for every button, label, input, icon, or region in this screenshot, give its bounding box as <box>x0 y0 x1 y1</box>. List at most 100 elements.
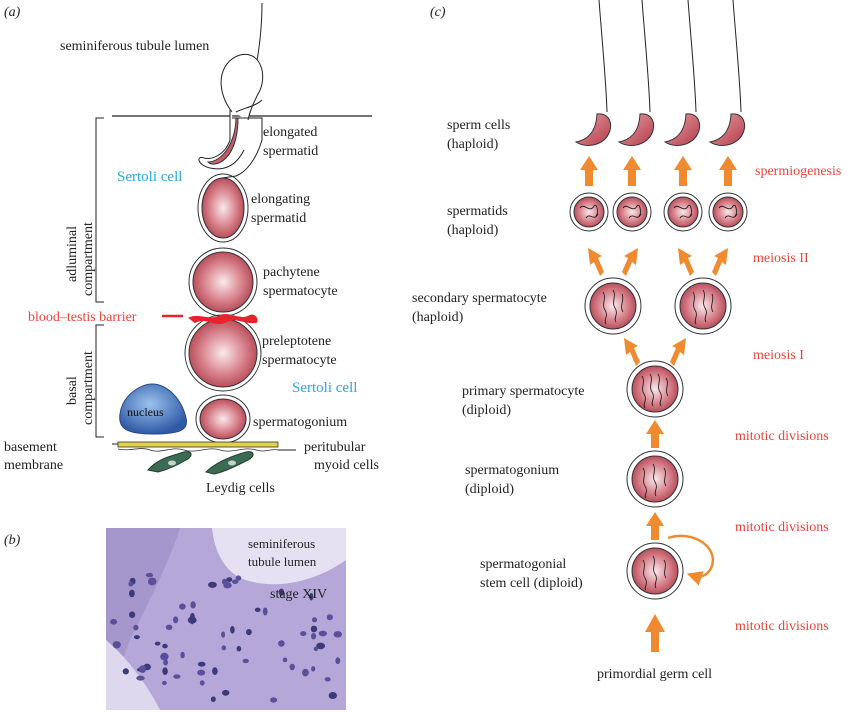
histology-nucleus <box>163 659 169 666</box>
pachytene-label-2: spermatocyte <box>263 284 338 299</box>
spermatogonium-c <box>631 455 679 503</box>
histology-nucleus <box>187 616 197 624</box>
spermatids-row <box>569 192 748 232</box>
histology-nucleus <box>270 697 278 703</box>
basal-label-1: basal <box>65 376 80 405</box>
histology-lumen-label-1: seminiferous <box>248 536 315 551</box>
pachytene-spermatocyte-cell <box>192 251 254 313</box>
preleptotene-label-2: spermatocyte <box>262 353 337 368</box>
histology-nucleus <box>300 631 307 637</box>
histology-nucleus <box>145 572 154 578</box>
histology-nucleus <box>162 667 168 675</box>
histology-nucleus <box>173 616 179 624</box>
stem-cell <box>631 547 679 595</box>
spermiogenesis-label: spermiogenesis <box>755 164 841 179</box>
histology-nucleus <box>222 689 230 696</box>
histology-nucleus <box>311 617 318 623</box>
histology-nucleus <box>246 629 252 636</box>
histology-nucleus <box>289 663 295 671</box>
histology-nucleus <box>316 642 326 650</box>
primary-spermatocyte <box>631 365 679 413</box>
peritubular-label-2: myoid cells <box>314 458 379 473</box>
histology-nucleus <box>165 624 173 630</box>
secondary-label-1: secondary spermatocyte <box>412 291 547 306</box>
histology-nucleus <box>324 677 331 682</box>
stage-label: stage XIV <box>270 587 327 602</box>
histology-nucleus <box>311 666 316 672</box>
histology-nucleus <box>197 661 206 667</box>
elongating-label-1: elongating <box>251 192 310 207</box>
mitotic-label-1: mitotic divisions <box>735 429 829 444</box>
histology-nucleus <box>278 588 285 596</box>
arrow-spermatogonium <box>646 420 664 448</box>
panel-a-label: (a) <box>4 5 21 20</box>
histology-nucleus <box>232 579 239 585</box>
histology-nucleus <box>242 658 249 664</box>
primary-label-1: primary spermatocyte <box>462 384 584 399</box>
histology-nucleus <box>313 646 319 652</box>
arrow-stem <box>646 512 664 540</box>
elongated-label-2: spermatid <box>263 144 318 159</box>
primary-label-2: (diploid) <box>462 403 511 418</box>
sperm-label-1: sperm cells <box>447 118 510 133</box>
histology-nucleus <box>208 581 217 588</box>
arrow-secondary-1b <box>622 248 638 276</box>
histology-nucleus <box>254 607 261 612</box>
histology-nucleus <box>129 589 135 598</box>
basement-label-1: basement <box>4 440 57 455</box>
histology-nucleus <box>199 680 205 686</box>
arrow-secondary-1a <box>588 248 604 276</box>
meiosis1-label: meiosis I <box>753 348 804 363</box>
histology-nucleus <box>310 625 318 633</box>
sperm-label-2: (haploid) <box>447 137 499 152</box>
sperm-cell-2 <box>617 113 655 146</box>
spermatid-1 <box>573 196 605 228</box>
nucleus-label: nucleus <box>127 405 164 419</box>
sperm-cell-3 <box>663 113 701 146</box>
sertoli-label-bottom: Sertoli cell <box>292 380 357 396</box>
histology-nucleus <box>190 601 196 609</box>
secondary-label-2: (haploid) <box>412 310 464 325</box>
sperm-cells-row <box>574 0 746 146</box>
secondary-spermatocytes <box>584 277 732 335</box>
histology-nucleus <box>197 669 206 676</box>
peritubular-label-1: peritubular <box>304 440 366 455</box>
mitotic-label-2: mitotic divisions <box>735 520 829 535</box>
sertoli-outline <box>198 110 245 170</box>
histology-nucleus <box>147 577 157 586</box>
elongated-spermatid-head <box>206 117 239 165</box>
basal-bracket <box>95 324 104 438</box>
histology-nucleus <box>262 607 268 616</box>
arrow-spermatid-2 <box>623 156 641 186</box>
elongating-spermatid-cell <box>201 177 245 239</box>
basement-label-2: membrane <box>4 458 63 473</box>
adluminal-label-2: compartment <box>81 222 96 296</box>
panel-a: (a) seminiferous tubule lumen blood–test… <box>4 2 379 496</box>
histology-nucleus <box>230 626 235 634</box>
arrow-primordial <box>645 614 665 652</box>
histology-nucleus <box>128 581 134 587</box>
stem-label-1: spermatogonial <box>480 557 566 572</box>
histology-nucleus <box>309 593 314 601</box>
histology-nucleus <box>154 641 161 646</box>
histology-lumen-label-2: tubule lumen <box>248 554 317 569</box>
spermatid-2 <box>616 196 648 228</box>
histology-nucleus <box>180 651 185 659</box>
spermatogonium-c-label-2: (diploid) <box>465 482 514 497</box>
secondary-spermatocyte-1 <box>589 282 637 330</box>
histology-nucleus <box>129 611 136 618</box>
mitotic-label-3: mitotic divisions <box>735 619 829 634</box>
barrier-label: blood–testis barrier <box>28 310 137 325</box>
basement-membrane <box>117 441 279 448</box>
histology-nucleus <box>110 618 118 625</box>
histology-nucleus <box>236 645 242 652</box>
arrow-spermatid-4 <box>719 156 737 186</box>
primordial-label: primordial germ cell <box>597 667 712 682</box>
blood-testis-barrier <box>188 314 258 324</box>
preleptotene-label-1: preleptotene <box>262 334 331 349</box>
elongating-label-2: spermatid <box>251 211 306 226</box>
self-renewal-arrow <box>667 534 715 586</box>
arrow-secondary-2b <box>712 248 728 276</box>
lumen-label: seminiferous tubule lumen <box>60 39 209 54</box>
